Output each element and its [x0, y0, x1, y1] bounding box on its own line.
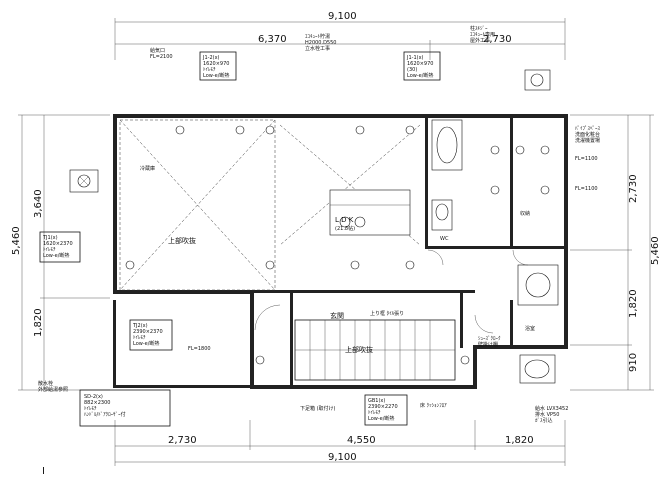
svg-text:J1-1(x)1620×970(30)Low-e/断熱: J1-1(x)1620×970(30)Low-e/断熱	[406, 55, 433, 79]
callout-fl-1800: FL=1800	[188, 346, 211, 352]
dim-left-lower: 1,820	[33, 308, 44, 337]
svg-text:ﾊﾟｲﾌﾟｽﾍﾟｰｽ洗面化粧台洗濯機置場: ﾊﾟｲﾌﾟｽﾍﾟｰｽ洗面化粧台洗濯機置場	[575, 125, 601, 144]
dim-bottom-right: 1,820	[505, 435, 534, 446]
stairs	[294, 319, 456, 381]
room-upper-fukinuke: 上部吹抜	[168, 236, 196, 245]
room-upper-fukinuke-2: 上部吹抜	[345, 345, 373, 354]
callout-right-bottom: ｼｭｰｽﾞｸﾛｰｸ壁掛け棚	[478, 335, 501, 348]
room-genkan: 玄関	[330, 311, 344, 320]
dim-top-total: 9,100	[328, 11, 357, 22]
callout-top-right-note: 柱ｽｷｼﾞｰｴｺｷｭｰﾄ専用屋外工事	[470, 25, 495, 44]
callout-bottom-floor: 床 ｸｯｼｮﾝﾌﾛｱ	[420, 402, 447, 409]
door-swings	[254, 249, 529, 334]
interior-walls	[113, 114, 568, 388]
dim-right-total: 5,460	[650, 236, 661, 265]
right-dimensions: 2,730 1,820 910 5,460	[570, 114, 661, 391]
callout-bottom-stairs: 下足箱 (取付け)	[300, 405, 336, 412]
dim-bottom-left: 2,730	[168, 435, 197, 446]
bottom-dimensions: 2,730 4,550 1,820 9,100	[114, 420, 566, 466]
dim-top-right: 2,730	[483, 34, 512, 45]
scale-marker: I	[42, 466, 45, 477]
kitchen-counter	[329, 189, 411, 236]
dim-left-upper: 3,640	[33, 189, 44, 218]
room-ldk: L D K	[335, 216, 354, 224]
dim-right-mid: 1,820	[628, 289, 639, 318]
bathroom-fixtures	[431, 119, 559, 384]
callout-wc: WC	[440, 236, 449, 242]
svg-text:柱ｽｷｼﾞｰｴｺｷｭｰﾄ専用屋外工事: 柱ｽｷｼﾞｰｴｺｷｭｰﾄ専用屋外工事	[470, 25, 495, 44]
callout-right-note: ﾊﾟｲﾌﾟｽﾍﾟｰｽ洗面化粧台洗濯機置場	[575, 125, 601, 144]
left-dimensions: 5,460 3,640 1,820	[11, 114, 110, 391]
callout-bath: 浴室	[525, 325, 535, 332]
callout-outdoor-left: 散水栓外部給湯参照	[38, 380, 68, 393]
callout-entrance: 上り框 ﾀｲﾙ張り	[370, 310, 404, 317]
top-dimensions: 9,100 6,370 2,730	[114, 11, 566, 60]
dim-bottom-mid: 4,550	[347, 435, 376, 446]
callout-window-top-right: J1-1(x)1620×970(30)Low-e/断熱	[403, 51, 441, 81]
outer-walls	[113, 114, 568, 389]
open-to-below-cross	[119, 119, 276, 291]
callout-fl-1100-a: FL=1100	[575, 156, 598, 162]
svg-text:散水栓外部給湯参照: 散水栓外部給湯参照	[38, 380, 68, 393]
callout-fridge: 冷蔵庫	[140, 165, 155, 172]
callout-fl-1100-b: FL=1100	[575, 186, 598, 192]
dim-left-total: 5,460	[11, 226, 22, 255]
light-fixtures	[125, 125, 550, 365]
outdoor-units	[69, 69, 551, 193]
dim-right-lower: 910	[628, 353, 639, 372]
ldk-diagonal	[279, 124, 421, 246]
svg-text:ｼｭｰｽﾞｸﾛｰｸ壁掛け棚: ｼｭｰｽﾞｸﾛｰｸ壁掛け棚	[478, 335, 501, 348]
callout-closet: 収納	[520, 210, 530, 217]
dim-top-left: 6,370	[258, 34, 287, 45]
dim-right-upper: 2,730	[628, 174, 639, 203]
room-ldk-area: (21.8帖)	[335, 225, 355, 232]
dim-bottom-total: 9,100	[328, 452, 357, 463]
